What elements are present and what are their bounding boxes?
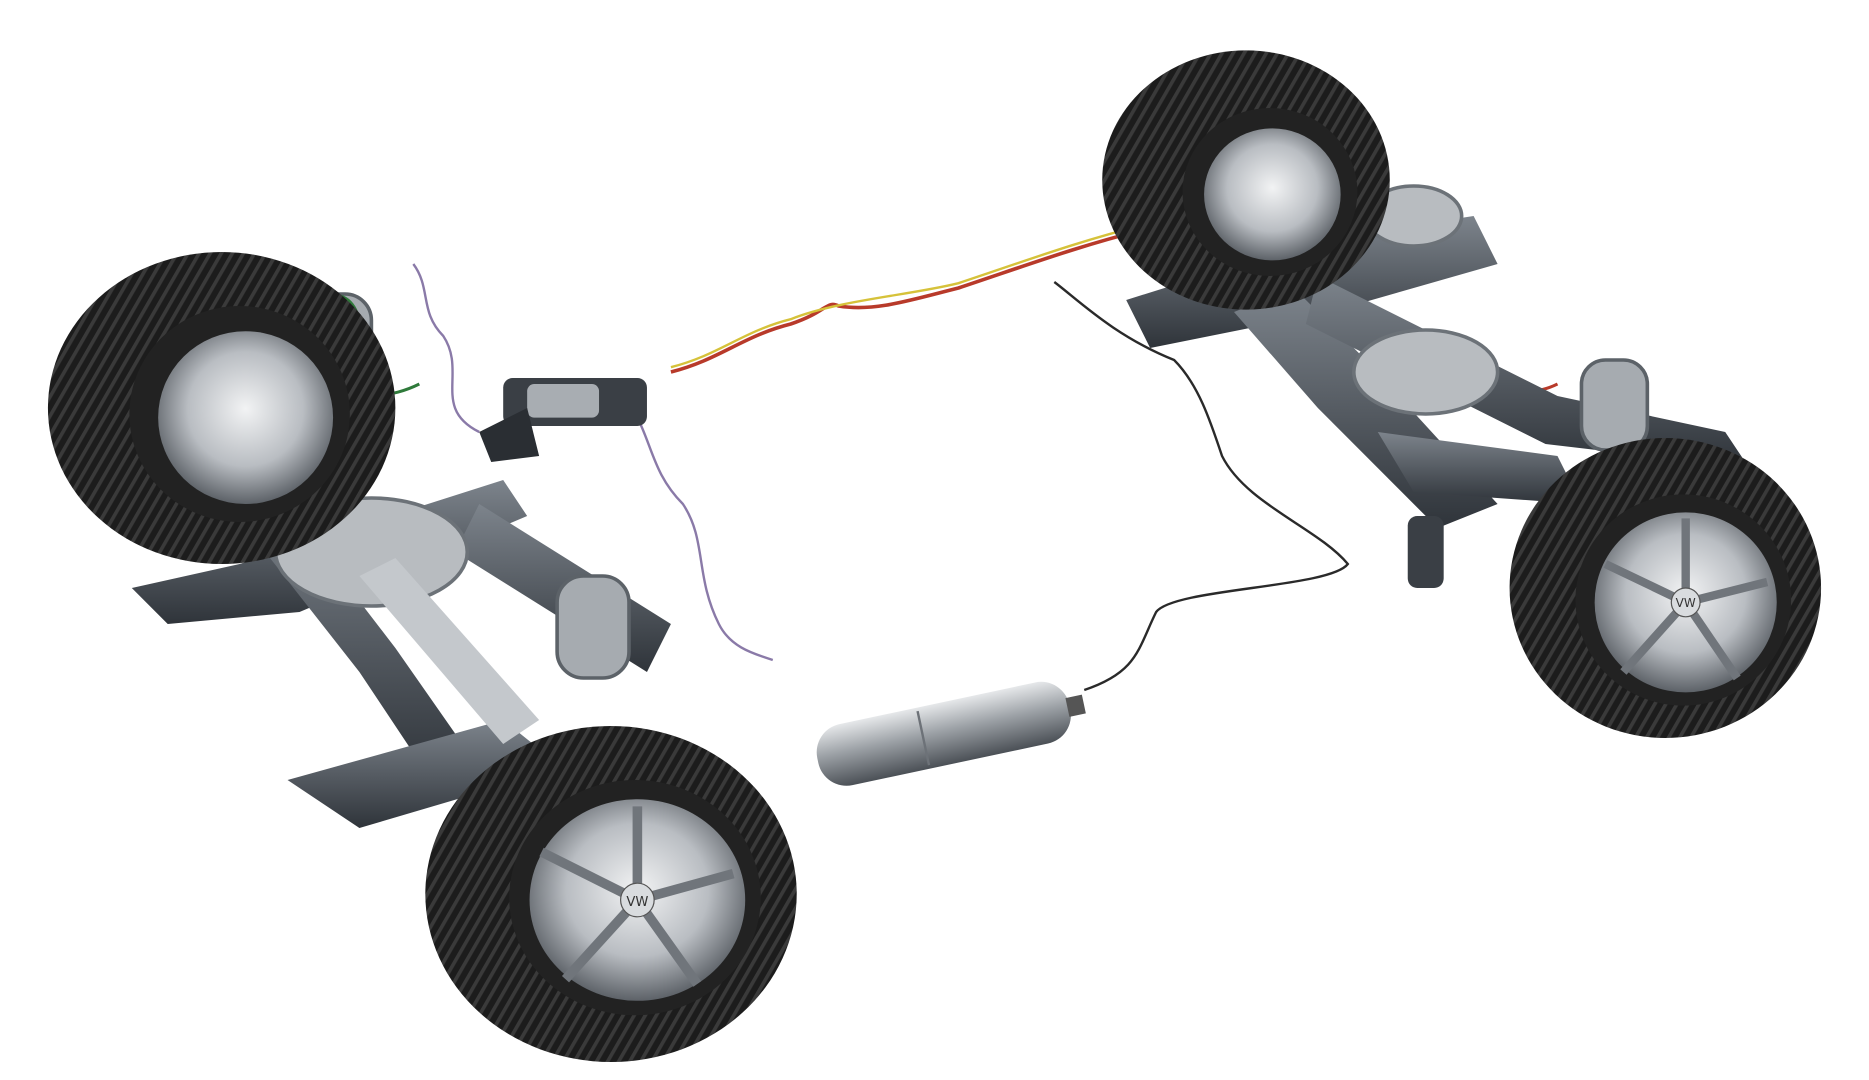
wheel-logo: VW xyxy=(1676,596,1696,610)
air-compressor xyxy=(479,378,647,462)
wheel-front-left xyxy=(47,252,396,564)
wheel-logo: VW xyxy=(626,895,648,910)
wheel-front-right: VW xyxy=(425,726,797,1062)
air-reservoir-tank xyxy=(816,681,1086,786)
front-axle-assembly xyxy=(131,292,671,828)
wheel-rear-left xyxy=(1102,50,1390,310)
air-line-black xyxy=(1053,281,1350,692)
wheel-rear-right: VW xyxy=(1509,438,1822,738)
air-line-purple xyxy=(412,263,774,662)
